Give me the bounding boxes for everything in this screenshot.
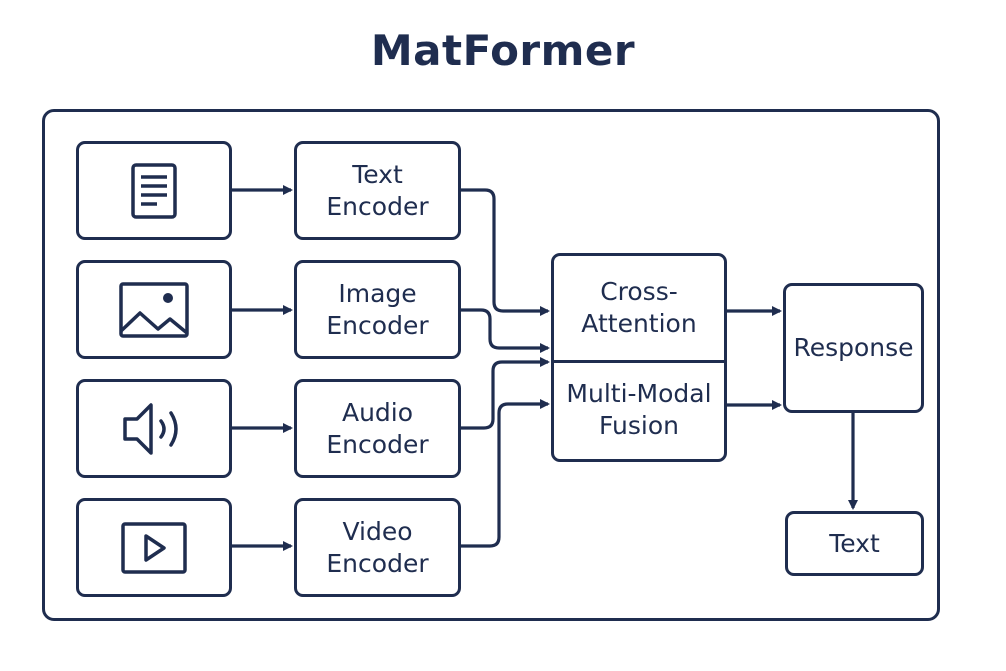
audio-encoder-label: Audio Encoder	[326, 397, 429, 459]
video-play-icon	[121, 521, 187, 574]
audio-encoder-box: Audio Encoder	[294, 379, 461, 478]
image-encoder-box: Image Encoder	[294, 260, 461, 359]
diagram-title: MatFormer	[370, 26, 636, 75]
cross-attention-section: Cross- Attention	[554, 256, 724, 363]
text-input-box	[76, 141, 232, 240]
image-input-box	[76, 260, 232, 359]
multi-modal-fusion-label: Multi-Modal Fusion	[566, 378, 712, 440]
image-encoder-label: Image Encoder	[326, 278, 429, 340]
speaker-icon	[123, 402, 178, 455]
cross-attention-label: Cross- Attention	[581, 277, 697, 338]
document-icon	[131, 162, 177, 219]
audio-input-box	[76, 379, 232, 478]
video-encoder-box: Video Encoder	[294, 498, 461, 597]
response-label: Response	[793, 333, 914, 362]
text-output-label: Text	[829, 528, 880, 558]
model-frame	[42, 109, 940, 621]
text-output-box: Text	[785, 511, 924, 576]
response-box: Response	[783, 283, 924, 413]
text-encoder-label: Text Encoder	[326, 159, 429, 221]
image-icon	[119, 281, 189, 338]
video-input-box	[76, 498, 232, 597]
video-encoder-label: Video Encoder	[326, 516, 429, 578]
multi-modal-fusion-section: Multi-Modal Fusion	[554, 360, 724, 459]
fusion-block: Cross- Attention Multi-Modal Fusion	[551, 253, 727, 462]
text-encoder-box: Text Encoder	[294, 141, 461, 240]
